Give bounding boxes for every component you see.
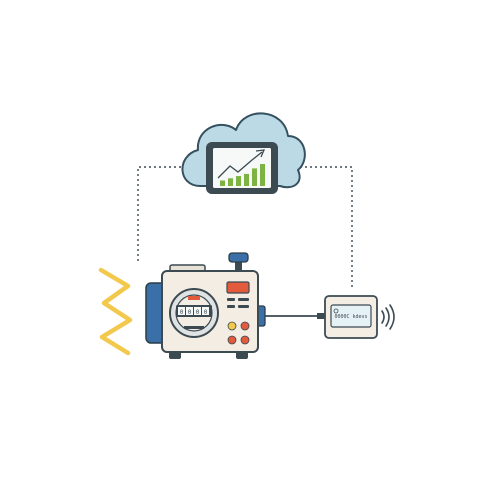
sensor-status-icon (333, 308, 339, 314)
meter-counter-digits: 0 0 0 0 (178, 307, 209, 316)
tablet-chart-icon (206, 142, 278, 194)
sensor-screen (330, 304, 372, 328)
meter-button-red (227, 335, 237, 345)
wifi-signal-icon (381, 304, 395, 330)
electric-meter-icon: 0 0 0 0 (145, 252, 266, 359)
connector-cloud-to-sensor (300, 166, 353, 290)
valve-knob (228, 252, 249, 263)
lightning-bolt-icon (98, 267, 133, 356)
meter-digit: 0 (180, 309, 184, 316)
tablet-bar-chart (220, 164, 265, 186)
tablet-bar (260, 164, 265, 186)
sensor-display-text: 0000C kdevs (334, 314, 367, 320)
valve-stem (235, 258, 242, 271)
trend-arrow-head-icon (255, 149, 266, 158)
meter-digit: 0 (188, 309, 192, 316)
meter-digit: 0 (204, 309, 208, 316)
tablet-bar (244, 173, 249, 186)
meter-dial-lower-bar (184, 326, 204, 329)
meter-dial-red-mark (188, 296, 200, 300)
connector-cloud-to-meter (137, 166, 186, 262)
meter-button-red (240, 321, 250, 331)
wireless-sensor-icon: 0000C kdevs (324, 295, 378, 339)
tablet-bar (228, 178, 233, 186)
tablet-bar (252, 168, 257, 186)
meter-button-yellow (227, 321, 237, 331)
meter-red-indicator (226, 281, 250, 294)
dotted-connectors (137, 166, 353, 290)
tablet-bar (236, 176, 241, 186)
meter-slots (227, 298, 249, 308)
tablet-trend-line (217, 151, 263, 179)
tablet-bar (220, 180, 225, 186)
cable (265, 313, 325, 319)
meter-digit: 0 (196, 309, 200, 316)
meter-button-red (240, 335, 250, 345)
